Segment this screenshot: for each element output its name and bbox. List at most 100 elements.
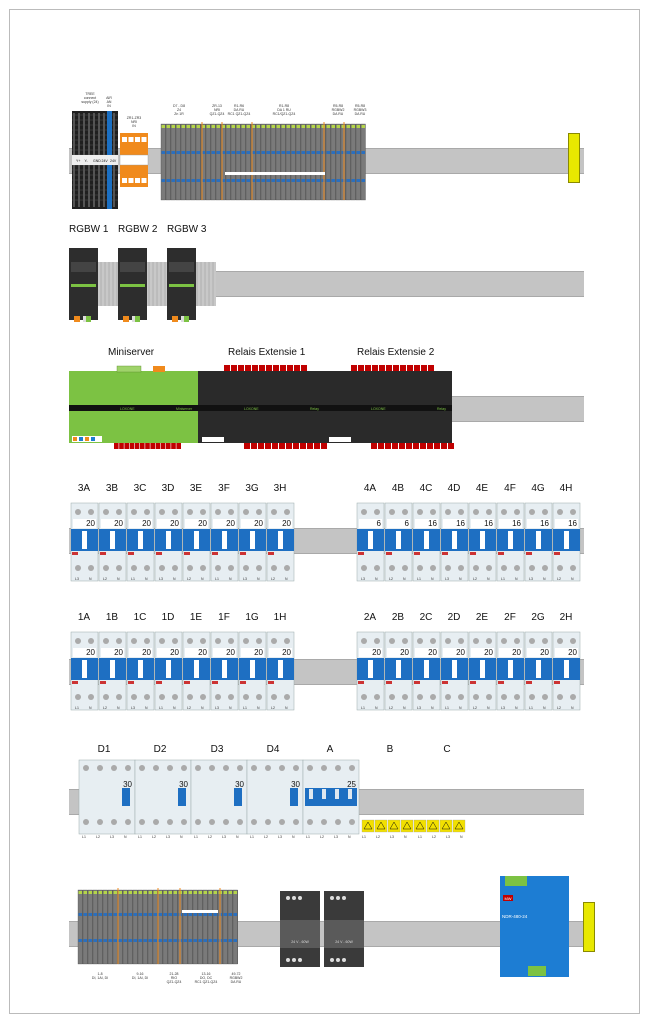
main-switch-levers [305,788,357,806]
breaker-indicator [358,552,364,555]
terminal-slice [280,123,286,201]
breaker-screw [529,509,535,515]
red-terminal [140,443,145,449]
rcd-terminal-label: N [292,835,295,839]
breaker-name-1D: 1D [161,612,175,623]
rgbw-white-connector [132,316,135,322]
red-terminal [273,365,279,371]
red-terminal [300,443,306,449]
warning-triangle [428,821,438,830]
breaker-screw [430,694,436,700]
breaker-indicator [268,681,274,684]
green-terminal-top [118,891,122,894]
breaker-screw [374,638,380,644]
breaker-lever [110,660,115,678]
breaker-rating: 20 [198,519,207,528]
breaker-screw [417,509,423,515]
breaker-screw [501,565,507,571]
blue-terminal-dot [241,151,245,154]
breaker-rating-window [499,519,522,528]
breaker-screw [529,694,535,700]
green-terminal-top [103,891,107,894]
breaker-terminal-label: N [375,706,378,710]
orange-terminal-slot [122,178,127,183]
switch-lever [309,789,313,799]
rcd-screw [125,819,131,825]
breaker-screw [284,694,290,700]
bridge-bar [225,172,325,175]
breaker-rating-window [241,648,264,657]
breaker-terminal-label: L3 [529,577,533,581]
breaker-name-1H: 1H [273,612,287,623]
breaker-screw [529,565,535,571]
red-terminal [407,365,413,371]
breaker-terminal-label: L2 [557,706,561,710]
breaker-screw [144,509,150,515]
breaker-screw [430,509,436,515]
breaker-rating-window [499,648,522,657]
rcd-terminal-label: L2 [152,835,156,839]
breaker-rating: 20 [170,519,179,528]
relay-name: Relay [310,407,319,411]
breaker-screw [103,694,109,700]
rcd-terminal-label: L1 [362,835,366,839]
green-terminal-top [341,125,345,128]
breaker-screw [103,509,109,515]
rcd-screw [139,819,145,825]
green-terminal-top [153,891,157,894]
rcd-terminal-label: L3 [110,835,114,839]
breaker-terminal-label: N [173,706,176,710]
breaker-screw [88,638,94,644]
psu-screw [336,958,340,962]
green-terminal-top [166,125,170,128]
breaker-screw [501,638,507,644]
rgbw-green-stripe [120,284,145,287]
blue-terminal-dot [143,939,147,942]
terminal-slice [235,123,241,201]
breaker-rating: 20 [282,519,291,528]
terminal-slice [240,123,246,201]
breaker-screw [542,694,548,700]
orange-terminal-slot [135,178,140,183]
rcd-test-lever [234,788,242,806]
breaker-screw [402,638,408,644]
terminal-slice [132,889,138,965]
breaker-screw [103,565,109,571]
red-terminal [399,443,405,449]
breaker-rating-window [101,519,124,528]
port-pin [85,437,89,441]
psu-screw [286,896,290,900]
breaker-screw [159,509,165,515]
breaker-terminal-label: N [487,577,490,581]
breaker-lever [250,531,255,549]
terminal-slice [182,889,188,965]
breaker-rating-window [415,648,438,657]
switch-lever [322,789,326,799]
breaker-screw [374,694,380,700]
blue-terminal-dot [351,151,355,154]
red-terminal [420,443,426,449]
breaker-terminal-label: L3 [159,577,163,581]
breaker-name-3D: 3D [161,483,175,494]
blue-terminal-dot [261,179,265,182]
rcd-rating: 30 [123,780,132,789]
blue-terminal-dot [213,913,217,916]
rcd-terminal-label: L1 [82,835,86,839]
breaker-screw [172,509,178,515]
rcd-terminal-label: L2 [264,835,268,839]
red-terminal [280,365,286,371]
psu-screw [330,958,334,962]
rcd-screw [195,765,201,771]
green-terminal-top [211,125,215,128]
miniserver-orange-connector [153,366,165,372]
blue-terminal-dot [326,151,330,154]
breaker-terminal-label: L2 [389,706,393,710]
breaker-rating-window [527,519,550,528]
terminal-slice [285,123,291,201]
rcd-name-B: B [386,744,394,755]
red-terminal [166,443,171,449]
breaker-screw [473,509,479,515]
rcd-name-C: C [443,744,451,755]
terminal-slice [200,123,206,201]
terminal-slice [315,123,321,201]
